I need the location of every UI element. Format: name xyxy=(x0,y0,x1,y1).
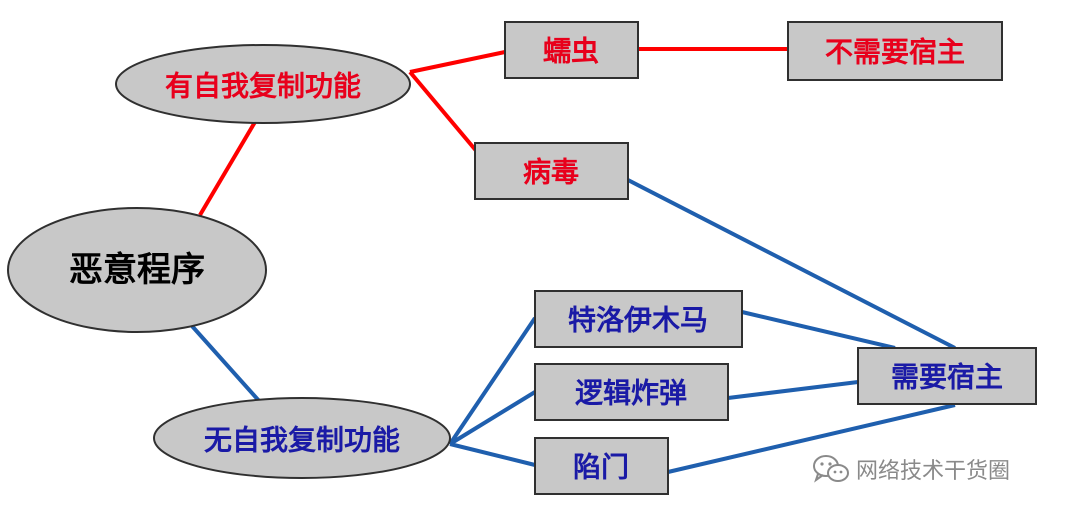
wechat-icon xyxy=(813,455,849,483)
needs-host-label: 需要宿主 xyxy=(891,361,1003,394)
needs-host-box xyxy=(857,347,1037,405)
worm-box xyxy=(504,21,639,79)
self-replicating-ellipse xyxy=(115,44,411,124)
connector-virus-needs-host xyxy=(627,178,956,350)
trojan-box xyxy=(534,290,743,348)
node-no-host: 不需要宿主 xyxy=(787,21,1003,81)
node-worm: 蠕虫 xyxy=(504,21,639,79)
connector-root-non-self-replicating xyxy=(190,324,262,404)
trapdoor-label: 陷门 xyxy=(573,451,629,484)
connector-root-self-replicating xyxy=(198,120,257,217)
node-virus: 病毒 xyxy=(474,142,629,200)
root-ellipse xyxy=(7,207,267,333)
node-non-self-replicating: 无自我复制功能 xyxy=(153,397,451,479)
node-root: 恶意程序 xyxy=(7,207,267,333)
connectors xyxy=(190,47,956,474)
node-trapdoor: 陷门 xyxy=(534,437,669,495)
node-logic-bomb: 逻辑炸弹 xyxy=(534,363,729,421)
root-label: 恶意程序 xyxy=(69,250,205,290)
connector-non-self-replicating-trapdoor xyxy=(449,442,536,467)
non-self-replicating-label: 无自我复制功能 xyxy=(204,424,400,457)
connector-non-self-replicating-logic-bomb xyxy=(448,390,537,446)
connector-trojan-needs-host xyxy=(741,310,896,350)
watermark-text: 网络技术干货圈 xyxy=(856,459,1011,484)
non-self-replicating-ellipse xyxy=(153,397,451,479)
connector-logic-bomb-needs-host xyxy=(727,380,859,400)
no-host-label: 不需要宿主 xyxy=(825,36,965,69)
worm-label: 蠕虫 xyxy=(543,35,599,68)
virus-box xyxy=(474,142,629,200)
no-host-box xyxy=(787,21,1003,81)
virus-label: 病毒 xyxy=(523,156,579,189)
node-self-replicating: 有自我复制功能 xyxy=(115,44,411,124)
connector-self-replicating-virus xyxy=(408,70,480,155)
logic-bomb-label: 逻辑炸弹 xyxy=(575,377,687,410)
connector-trapdoor-needs-host xyxy=(667,403,956,474)
logic-bomb-box xyxy=(534,363,729,421)
trojan-label: 特洛伊木马 xyxy=(568,304,708,337)
watermark: 网络技术干货圈 xyxy=(812,453,1010,485)
self-replicating-label: 有自我复制功能 xyxy=(165,70,361,103)
node-trojan: 特洛伊木马 xyxy=(534,290,743,348)
connector-non-self-replicating-trojan xyxy=(448,316,537,446)
trapdoor-box xyxy=(534,437,669,495)
node-needs-host: 需要宿主 xyxy=(857,347,1037,405)
connector-self-replicating-worm xyxy=(409,50,506,74)
